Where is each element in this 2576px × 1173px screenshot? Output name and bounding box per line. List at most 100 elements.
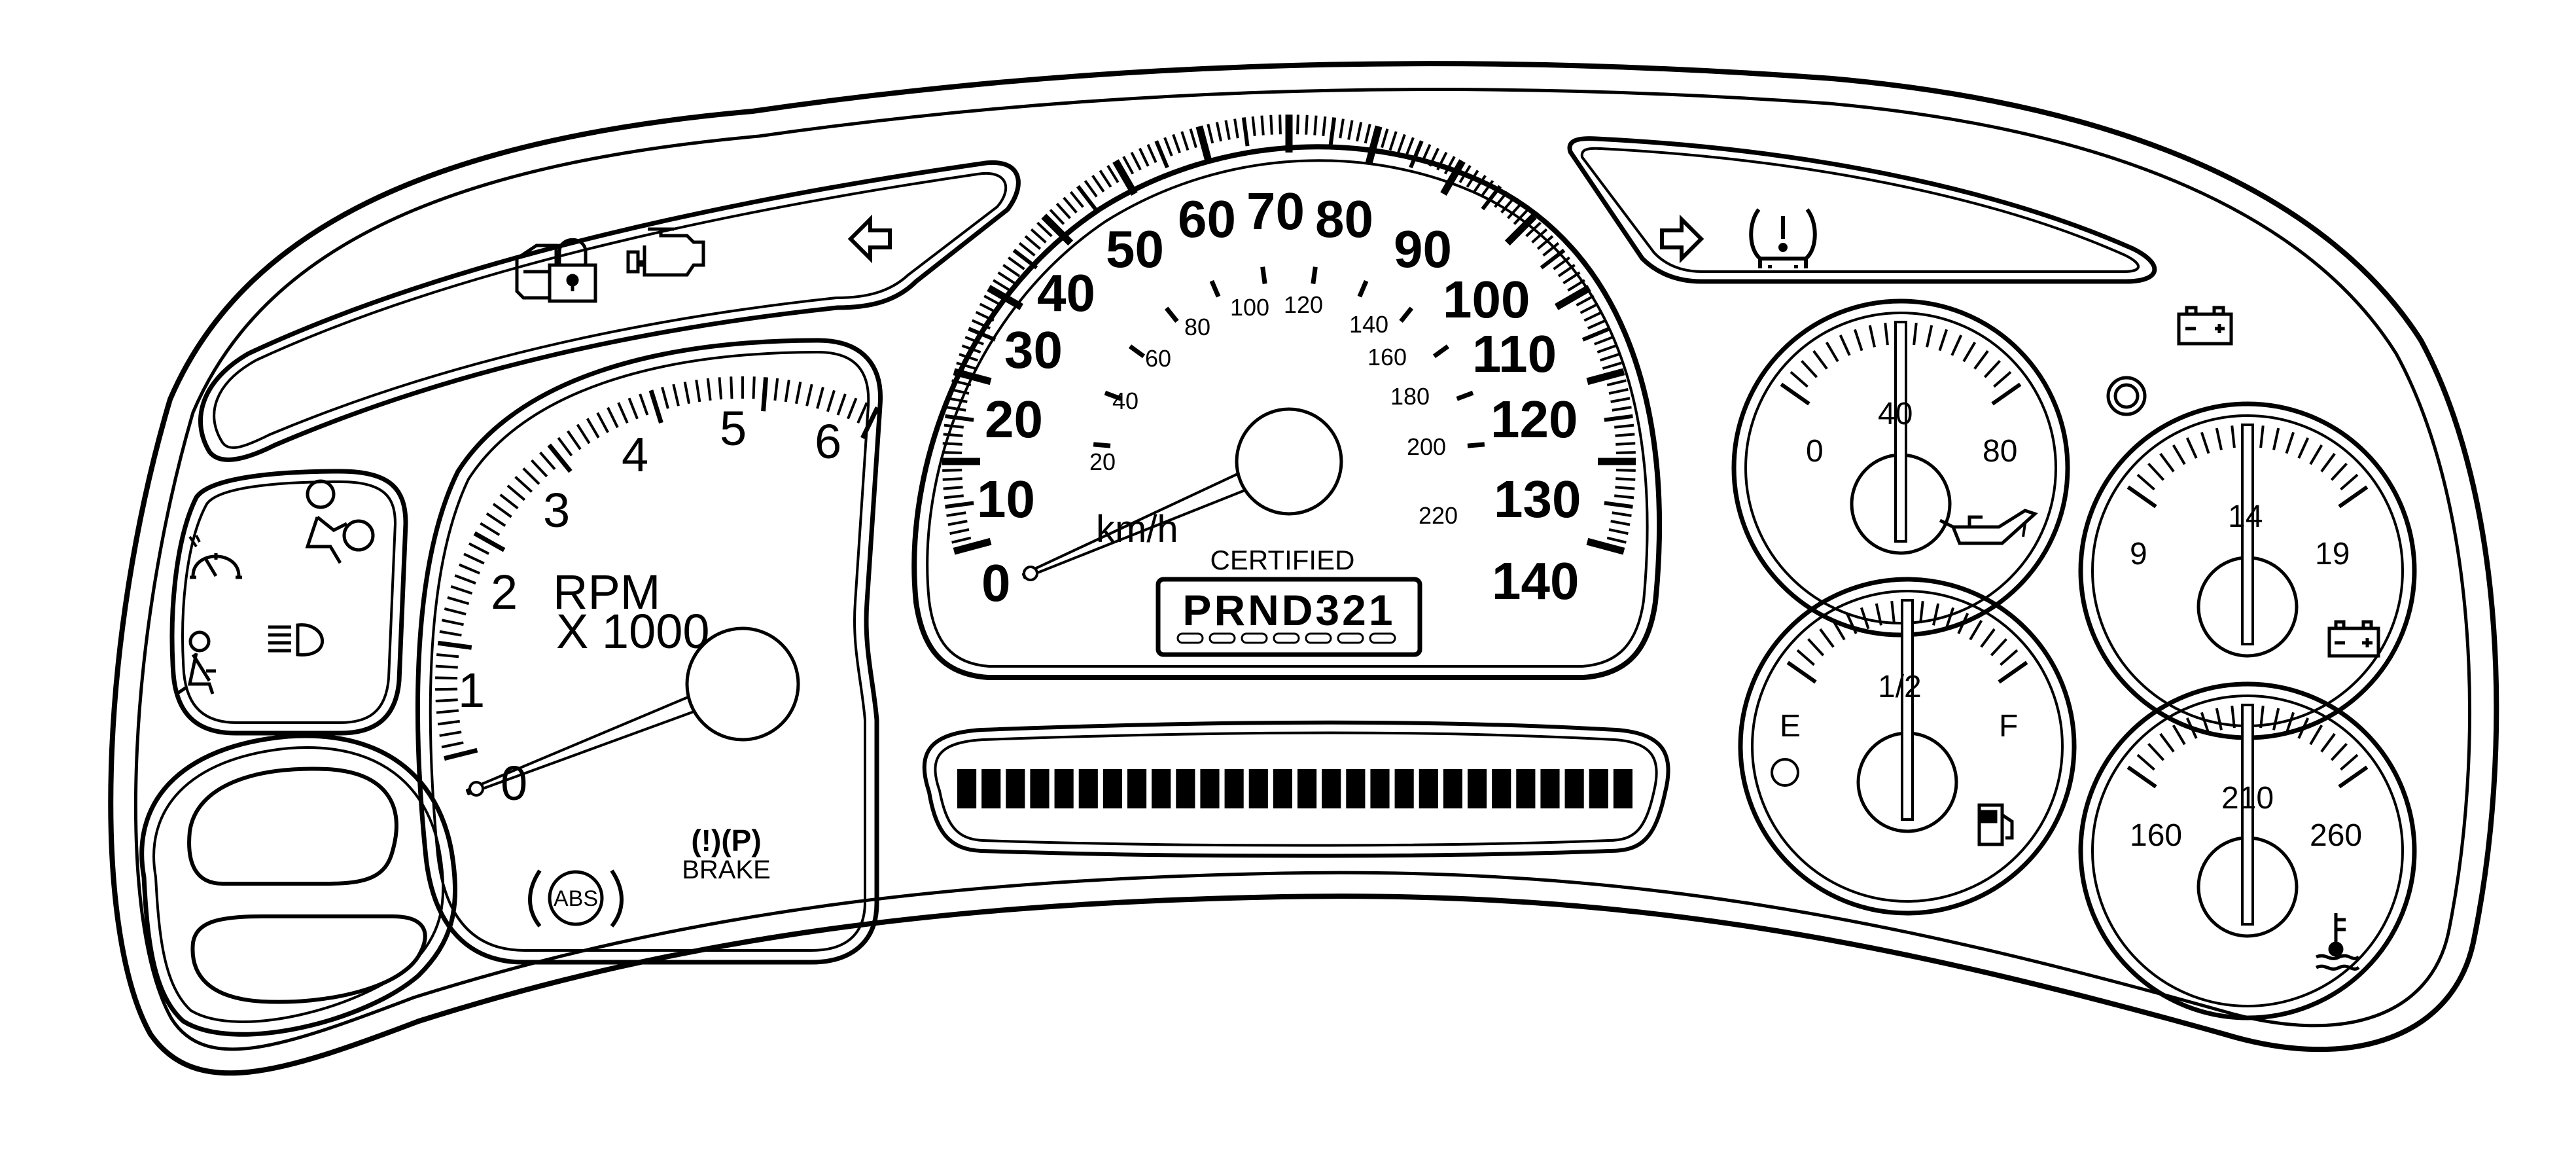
speedo-tick <box>1241 117 1250 147</box>
speedo-tick <box>947 520 968 526</box>
volt-gauge-tick <box>2185 437 2198 459</box>
speedometer-labels: 0 10 20 30 40 50 60 70 80 90 100 110 120… <box>977 182 1581 612</box>
temp-gauge-tick <box>2259 706 2265 729</box>
speedo-tick <box>1163 137 1173 156</box>
speedo-kmh-tick <box>1432 344 1450 359</box>
volt-gauge-tick <box>2330 462 2348 481</box>
tach-label-0: 0 <box>501 756 527 810</box>
oil-gauge-tick <box>1825 341 1839 363</box>
temp-gauge-tick <box>2215 708 2223 731</box>
speedo-tick <box>1604 501 1633 509</box>
speedo-tick <box>1443 156 1456 175</box>
lcd-segment <box>1613 769 1632 808</box>
fuel-gauge <box>1738 577 2077 916</box>
speedo-tick <box>1106 165 1120 183</box>
oil-gauge-tick <box>1983 359 2001 378</box>
tach-tick <box>435 687 458 691</box>
speedo-mph-10: 10 <box>977 470 1035 528</box>
lcd-segment <box>1054 769 1074 808</box>
oil-gauge-labels: 0 40 80 <box>1806 397 2017 469</box>
speedo-tick <box>1388 131 1398 151</box>
speedo-tick <box>949 388 970 395</box>
tire-pressure-warning-icon <box>1749 208 1817 268</box>
lcd-segment <box>1346 769 1366 808</box>
gear-slot <box>1369 632 1396 644</box>
tach-tick <box>454 574 476 585</box>
fuel-gauge-tick <box>1796 649 1815 666</box>
speedo-kmh-180: 180 <box>1390 383 1430 410</box>
tach-tick <box>847 397 858 420</box>
speedo-tick <box>1322 116 1327 136</box>
lcd-segment <box>1322 769 1341 808</box>
gear-slot <box>1273 632 1300 644</box>
tach-tick <box>441 741 464 749</box>
speedo-tick <box>1224 120 1231 140</box>
temp-gauge-tick <box>2147 742 2165 761</box>
tach-tick <box>860 406 880 439</box>
fuel-gauge-tick <box>1945 607 1955 630</box>
tach-tick <box>514 476 533 493</box>
volt-gauge-tick <box>2215 427 2223 450</box>
speedo-tick <box>1557 264 1576 278</box>
tach-label-1: 1 <box>458 663 485 717</box>
gear-slot <box>1209 632 1236 644</box>
speedo-kmh-tick <box>1209 280 1221 298</box>
temp-gauge-tick <box>2200 712 2210 734</box>
tach-tick <box>439 630 462 637</box>
speedo-mph-120: 120 <box>1491 390 1578 448</box>
temp-gauge-tick <box>2285 712 2295 734</box>
speedo-tick <box>1597 344 1617 353</box>
tach-tick <box>639 393 649 416</box>
speedo-tick <box>1583 311 1603 322</box>
temp-label-210: 210 <box>2221 781 2274 816</box>
speedo-tick <box>1536 235 1554 250</box>
tach-tick <box>607 406 619 429</box>
speedo-tick <box>942 477 962 481</box>
temp-label-160: 160 <box>2130 818 2182 853</box>
low-fuel-lamp-icon <box>1771 758 1799 787</box>
speedo-certified-label: CERTIFIED <box>1210 545 1355 575</box>
temp-gauge-tick <box>2185 717 2198 739</box>
speedo-mph-140: 140 <box>1492 552 1579 610</box>
speedo-mph-100: 100 <box>1443 270 1530 329</box>
speedo-kmh-140: 140 <box>1349 311 1388 338</box>
tach-tick <box>450 585 473 595</box>
speedo-tick <box>1507 202 1523 219</box>
speedo-tick <box>946 406 966 412</box>
speedo-tick <box>1612 511 1632 517</box>
speedo-tick <box>942 469 962 472</box>
speedo-tick <box>1084 180 1098 198</box>
tach-tick <box>718 377 723 400</box>
fuel-pump-icon <box>1977 803 2014 846</box>
tach-tick <box>784 380 790 403</box>
abs-label: ABS <box>554 886 598 911</box>
tach-tick <box>794 382 802 405</box>
speedo-tick <box>945 501 974 509</box>
speedo-kmh-tick <box>1093 442 1111 448</box>
speedo-tick <box>1339 118 1345 139</box>
speedo-tick <box>1215 122 1223 142</box>
speedo-tick <box>1436 151 1448 171</box>
fuel-label-full: F <box>1999 709 2018 744</box>
speedo-tick <box>1305 115 1309 135</box>
fuel-gauge-tick <box>1990 638 2007 657</box>
speedo-tick <box>1428 147 1439 167</box>
oil-gauge-tick <box>1839 334 1851 356</box>
lcd-segment <box>957 769 977 808</box>
speedo-kmh-120: 120 <box>1284 291 1323 318</box>
tach-label-3: 3 <box>543 483 570 537</box>
speedo-tick <box>1154 140 1169 169</box>
speedo-tick <box>1608 528 1629 535</box>
speedo-tick <box>1500 196 1515 214</box>
headlamp-icon <box>268 623 325 657</box>
temp-gauge-tick <box>2172 724 2186 746</box>
gear-indicator-text: PRND321 <box>1182 586 1395 634</box>
speedo-tick <box>1233 118 1239 139</box>
temp-gauge-bezel <box>2078 681 2417 1020</box>
lcd-segment <box>1103 769 1122 808</box>
right-turn-arrow-icon <box>1660 214 1704 264</box>
fuel-gauge-tick <box>1890 601 1896 624</box>
speedo-tick <box>1599 353 1619 362</box>
upper-right-indicator-strip <box>1567 136 2157 284</box>
